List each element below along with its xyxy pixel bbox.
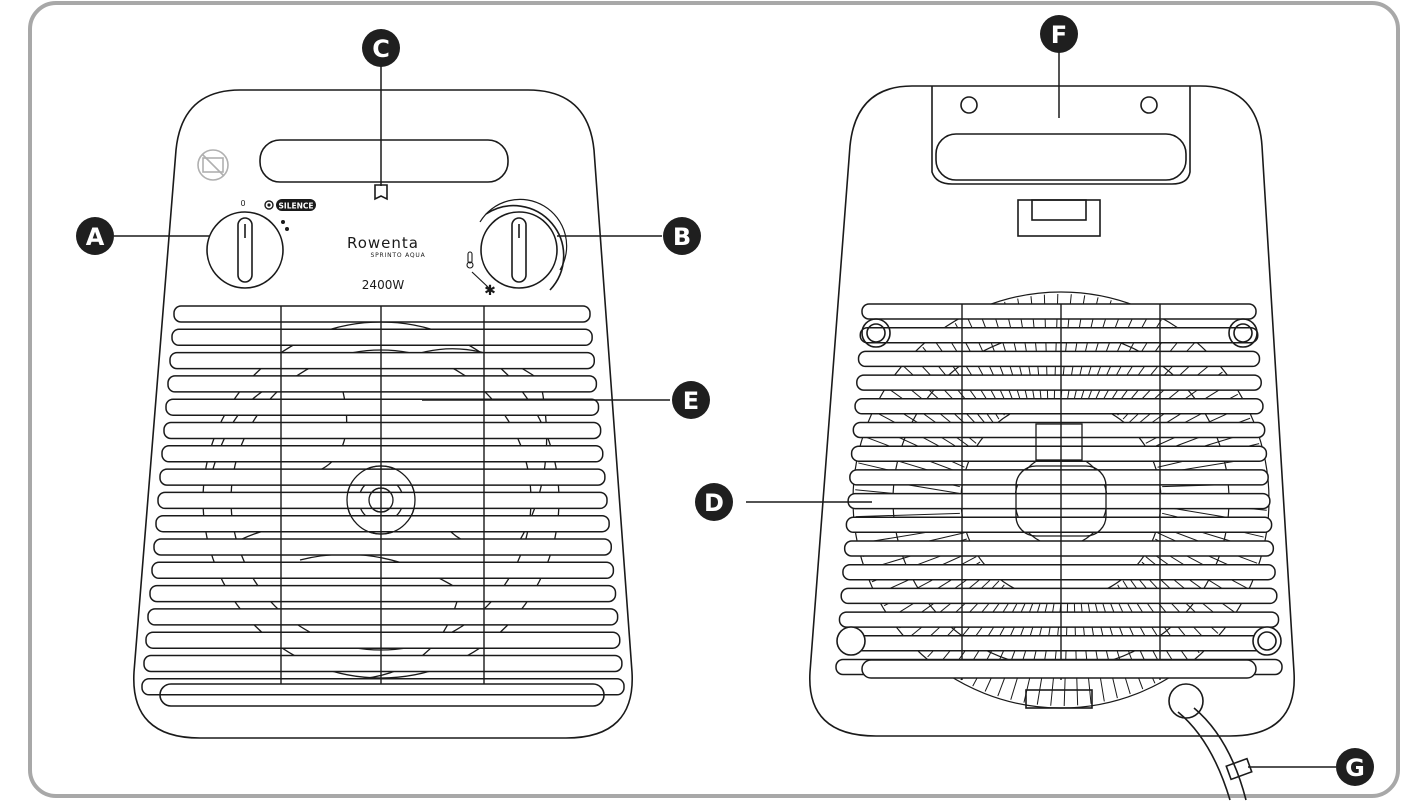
grille-bar [141,678,625,696]
handle-screw-left [960,96,978,114]
grille-bar [850,445,1268,462]
grille-bar [845,516,1273,534]
front-body-outline [133,89,633,739]
grille-bar [161,445,604,463]
fan-fin [1132,361,1215,429]
grille-bar [165,398,600,416]
fan-hub [346,465,416,535]
model-name: SPRINTO AQUA [371,252,426,259]
grille-bar [145,631,621,649]
handle-screw-right [1140,96,1158,114]
grille-bar [163,421,602,440]
grille-bar [840,587,1278,605]
speed-dot-icon [281,220,285,224]
grille-bar [147,608,619,626]
callout-f-label: F [1051,21,1067,49]
grille-bar [859,326,1259,344]
callout-f: F [1040,15,1078,53]
callout-e: E [672,381,710,419]
fan-hub-block [1035,423,1083,461]
callout-c: C [362,29,400,67]
heater-back-view [809,85,1295,801]
grille-screws [836,318,1282,656]
grille-bar [842,563,1276,581]
grille-bar [173,305,591,323]
grille-bar [171,328,593,347]
silence-badge [276,199,316,211]
callout-g-label: G [1345,754,1365,782]
callout-a: A [76,217,114,255]
thermometer-icon [466,251,474,269]
cord-clip [1017,199,1101,237]
grille-bar [836,635,1282,652]
dial-zero-label: 0 [240,199,245,208]
diagram-frame [28,1,1400,798]
silence-dot-center-icon [267,203,271,207]
grille-bottom-bar [861,659,1257,679]
front-indicator-light [374,184,388,201]
back-handle [931,86,1191,185]
power-rating: 2400W [362,278,405,292]
silence-label: SILENCE [279,202,314,211]
silence-dot-icon [264,200,274,210]
grille-bar [856,374,1262,391]
grille-bar [852,421,1266,439]
fan-fin [912,356,985,434]
grille-bar [847,492,1271,510]
callout-g: G [1336,748,1374,786]
back-handle-slot [935,133,1187,181]
callout-leaders [114,52,1336,768]
grille-bar [159,468,606,486]
frost-icon: ✱ [484,283,496,299]
grille-bar [838,611,1280,628]
thermostat-scale [471,271,490,289]
grille-bar [857,350,1261,368]
front-handle-slot [259,139,509,183]
fan-hub-center [368,487,394,513]
power-cord [1168,683,1253,801]
mode-dial[interactable] [206,211,284,289]
callout-d-label: D [704,489,724,517]
front-grille [141,305,625,696]
heater-front-view: 0 SILENCE Rowenta SPRINTO AQUA 2400W ✱ [133,89,633,739]
grille-bar [849,469,1269,486]
back-body-outline [809,85,1295,737]
grille-bar [155,514,610,533]
grille-bar [157,491,608,510]
thermostat-dial[interactable] [479,198,568,291]
callout-b: B [663,217,701,255]
grille-bar [143,654,623,673]
front-foot-slot [159,683,605,707]
no-cover-symbol [197,149,229,181]
speed-dot-icon [285,227,289,231]
callout-d: D [695,483,733,521]
grille-bar [167,375,598,393]
back-grille [835,303,1283,680]
callout-c-label: C [372,35,390,63]
rating-plate [1025,689,1093,709]
grille-bar [861,303,1257,320]
callout-a-label: A [86,223,105,251]
cord-clip-inner [1031,199,1087,221]
fan-fin [855,512,960,518]
grille-bar [151,561,615,580]
callout-e-label: E [683,387,699,415]
grille-bar [169,351,595,370]
grille-bar [149,584,617,603]
grille-bar [854,398,1264,415]
grille-bar [153,538,612,556]
grille-bar [843,540,1275,557]
fan-hub-core [1015,465,1107,537]
brand-logo: Rowenta [347,234,419,252]
callout-b-label: B [673,223,691,251]
